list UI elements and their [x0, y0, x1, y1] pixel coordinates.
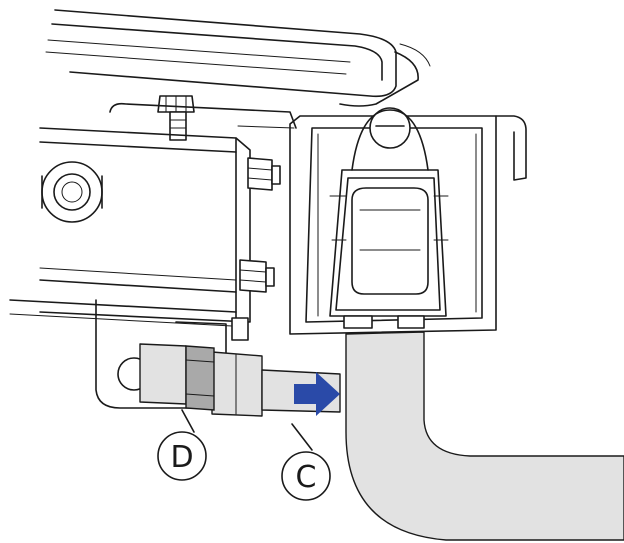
latch-clip [329, 107, 449, 329]
nut [185, 345, 215, 411]
hitch-pin [139, 343, 341, 417]
callout-label-D: D [170, 440, 193, 475]
drawbar [345, 331, 624, 541]
pin-collar [211, 351, 263, 417]
plate-bolts [231, 157, 281, 341]
frame-bracket [9, 102, 297, 331]
frame-washer [41, 161, 103, 223]
pin-head [139, 343, 187, 405]
latch-knob [369, 107, 411, 149]
callout-D: D [157, 409, 207, 481]
receiver-housing [289, 115, 527, 335]
direction-arrow [294, 372, 340, 416]
top-tray [45, 9, 431, 107]
top-bolt [157, 95, 195, 141]
callout-C: C [281, 423, 331, 501]
arrow-right [294, 372, 340, 416]
callout-label-C: C [296, 460, 317, 495]
